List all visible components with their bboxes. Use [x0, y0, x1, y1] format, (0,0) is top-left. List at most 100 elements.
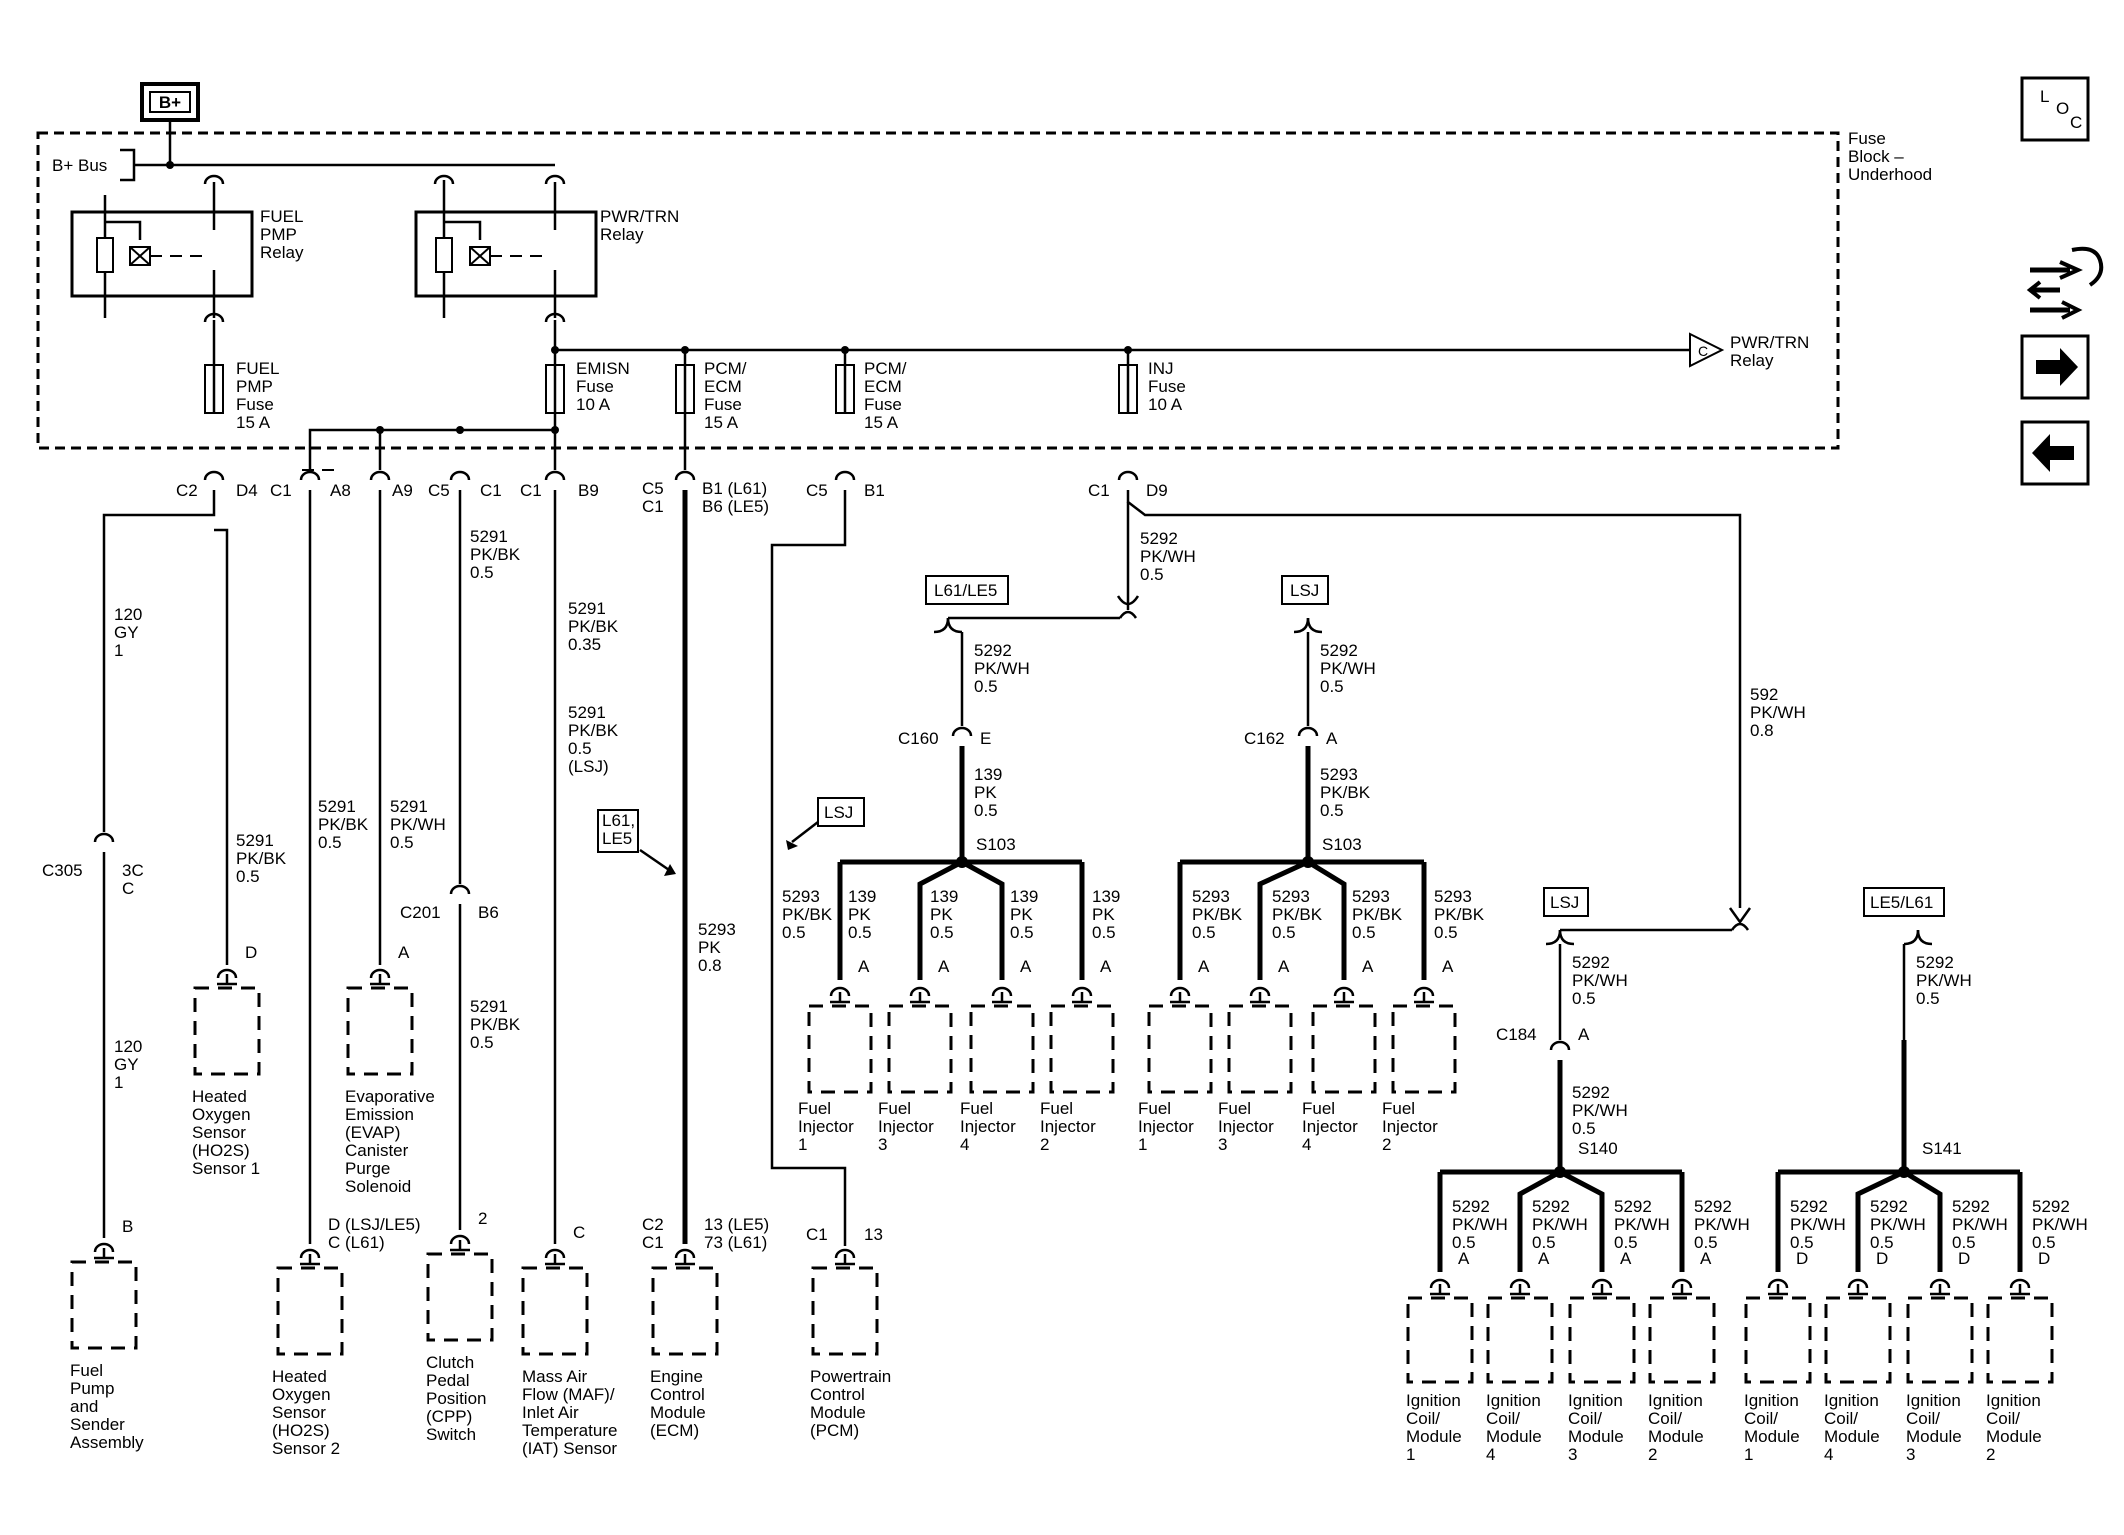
- text-line: Relay: [1730, 351, 1774, 370]
- text-line: Module: [650, 1403, 706, 1422]
- text-line: 5291: [470, 997, 508, 1016]
- text-line: Inlet Air: [522, 1403, 579, 1422]
- text-line: 139: [930, 887, 958, 906]
- text-line: PK/WH: [1140, 547, 1196, 566]
- text-line: ECM: [864, 377, 902, 396]
- text-line: 0.5: [1790, 1233, 1814, 1252]
- svg-text:LSJ: LSJ: [1550, 893, 1579, 912]
- text-line: PK/BK: [1272, 905, 1323, 924]
- text-line: 15 A: [864, 413, 899, 432]
- text-line: Injector: [878, 1117, 934, 1136]
- text-line: Position: [426, 1389, 486, 1408]
- text-line: ECM: [704, 377, 742, 396]
- svg-text:B1 (L61): B1 (L61): [702, 479, 767, 498]
- pwr-trn-relay-ref: [1689, 332, 1725, 368]
- text-line: Sensor 1: [192, 1159, 260, 1178]
- text-line: C162: [1244, 729, 1285, 748]
- text-line: Fuel: [1218, 1099, 1251, 1118]
- loc-icon[interactable]: L O C: [2020, 76, 2090, 142]
- fuel-pump-wire: [102, 490, 216, 832]
- text-line: PK/BK: [236, 849, 287, 868]
- svg-text:B9: B9: [578, 481, 599, 500]
- bus-label: B+ Bus: [52, 156, 107, 175]
- component-body: [521, 1266, 589, 1356]
- text-line: 0.5: [1952, 1233, 1976, 1252]
- injector-component: [887, 986, 953, 1094]
- socket: [449, 1234, 471, 1245]
- text-line: (HO2S): [192, 1141, 250, 1160]
- tag-lsj-pcm: LSJ: [786, 797, 865, 850]
- text-line: Coil/: [1406, 1409, 1440, 1428]
- drop-wire: [1902, 1169, 1943, 1272]
- text-line: A: [1578, 1025, 1590, 1044]
- drop-wire: [917, 859, 964, 980]
- text-line: 5292: [1614, 1197, 1652, 1216]
- text-line: Module: [1744, 1427, 1800, 1446]
- text-line: Coil/: [1648, 1409, 1682, 1428]
- text-line: PK/WH: [1572, 971, 1628, 990]
- text-line: Coil/: [1568, 1409, 1602, 1428]
- coil-component: [1486, 1278, 1554, 1384]
- text-line: Ignition: [1406, 1391, 1461, 1410]
- previous-page-icon[interactable]: [2020, 420, 2090, 486]
- text-line: L61,: [602, 811, 635, 830]
- next-page-icon[interactable]: [2020, 334, 2090, 400]
- pin-label: A: [398, 943, 410, 962]
- text-line: S141: [1922, 1139, 1962, 1158]
- text-line: Relay: [260, 243, 304, 262]
- text-line: Oxygen: [192, 1105, 251, 1124]
- component-body: [276, 1266, 344, 1356]
- drop-wire: [960, 859, 1005, 980]
- text-line: A: [1020, 957, 1032, 976]
- text-line: 3: [878, 1135, 887, 1154]
- coil-component: [1824, 1278, 1892, 1384]
- text-line: Control: [810, 1385, 865, 1404]
- text-line: 13: [864, 1225, 883, 1244]
- text-line: Ignition: [1824, 1391, 1879, 1410]
- text-line: (LSJ): [568, 757, 609, 776]
- text-line: D: [245, 943, 257, 962]
- text-line: PK/BK: [782, 905, 833, 924]
- text-line: Sensor 2: [272, 1439, 340, 1458]
- text-line: Injector: [1382, 1117, 1438, 1136]
- text-line: PK/WH: [390, 815, 446, 834]
- coil-component: [1648, 1278, 1716, 1384]
- text-line: 0.5: [1320, 801, 1344, 820]
- text-line: D: [1796, 1249, 1808, 1268]
- text-line: GY: [114, 623, 139, 642]
- text-line: 4: [1824, 1445, 1833, 1464]
- text-line: 5293: [1434, 887, 1472, 906]
- pin-label-left: C1: [806, 1225, 828, 1244]
- text-line: Injector: [1138, 1117, 1194, 1136]
- text-line: PK/BK: [470, 545, 521, 564]
- text-line: 5291: [568, 703, 606, 722]
- component-body: [1391, 1004, 1457, 1094]
- text-line: Fuse: [576, 377, 614, 396]
- socket: [93, 1242, 115, 1253]
- text-line: 0.5: [848, 923, 872, 942]
- text-line: Emission: [345, 1105, 414, 1124]
- text-line: PK/WH: [1916, 971, 1972, 990]
- component-body: [426, 1252, 494, 1342]
- component-body: [887, 1004, 953, 1094]
- schematic-symbol-icon[interactable]: [2026, 246, 2104, 320]
- pwr-trn-bus: [553, 320, 1690, 352]
- injector-component: [807, 986, 873, 1094]
- text-line: PK/WH: [974, 659, 1030, 678]
- text-line: and: [70, 1397, 98, 1416]
- text-line: FUEL: [236, 359, 279, 378]
- component-body: [651, 1266, 719, 1356]
